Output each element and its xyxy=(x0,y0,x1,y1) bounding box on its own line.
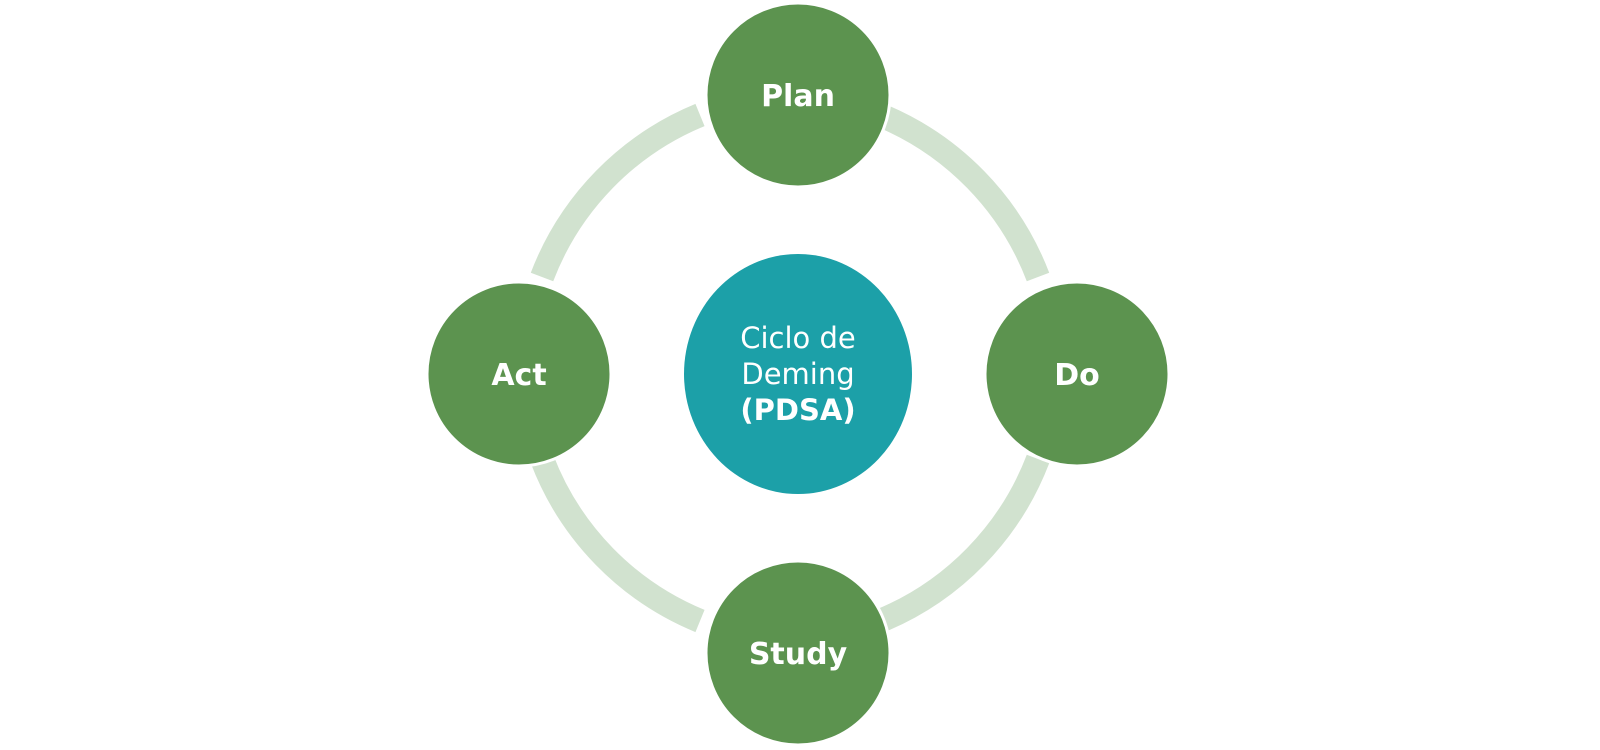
center-node: Ciclo de Deming (PDSA) xyxy=(684,254,912,494)
node-plan-label: Plan xyxy=(761,79,835,114)
node-study-label: Study xyxy=(749,637,848,672)
node-study-circle xyxy=(704,559,892,747)
node-act-circle xyxy=(425,280,613,468)
ring-arc-act-plan xyxy=(530,103,705,282)
center-title-line-3: (PDSA) xyxy=(740,393,855,427)
center-title-line-1: Ciclo de xyxy=(740,321,856,355)
node-act: Act xyxy=(425,280,613,468)
node-plan-circle xyxy=(704,1,892,189)
center-circle xyxy=(684,254,912,494)
center-title-line-2: Deming xyxy=(741,357,854,391)
ring-arc-plan-do xyxy=(875,103,1050,282)
node-plan: Plan xyxy=(704,1,892,189)
node-act-label: Act xyxy=(491,358,546,393)
node-do-label: Do xyxy=(1054,358,1100,393)
node-do: Do xyxy=(983,280,1171,468)
node-do-circle xyxy=(983,280,1171,468)
ring-arc-study-act xyxy=(530,454,705,633)
ring-arc-do-study xyxy=(875,454,1050,633)
node-study: Study xyxy=(704,559,892,747)
